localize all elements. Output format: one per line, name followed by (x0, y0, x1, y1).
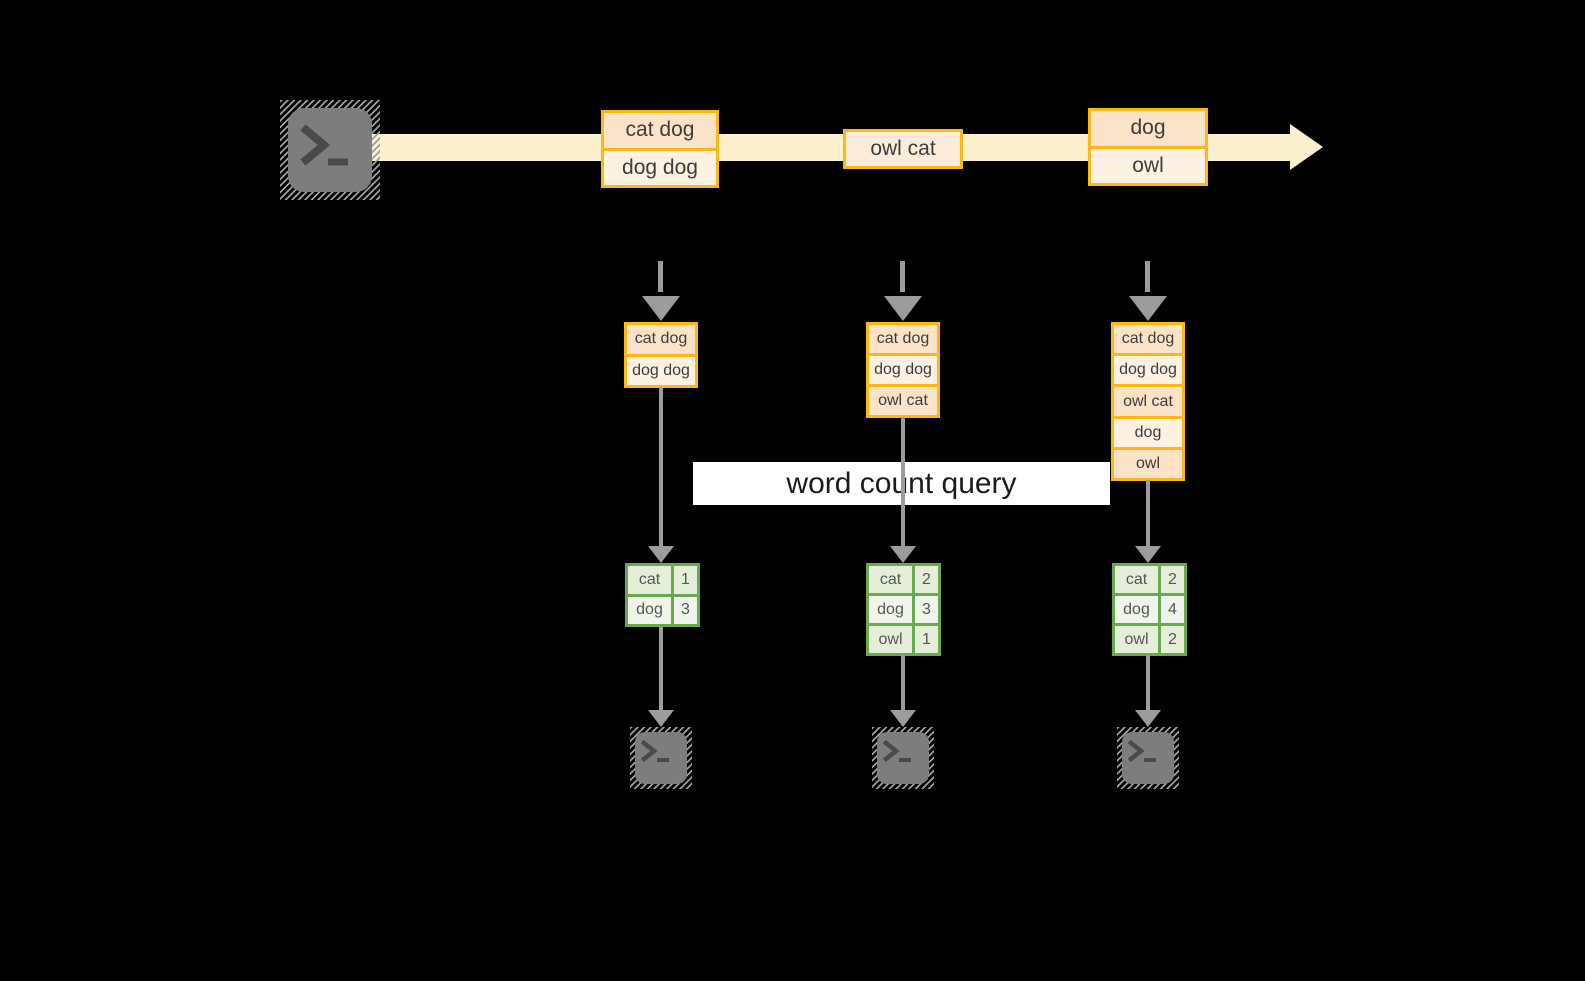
state-record: owl (1114, 446, 1182, 479)
terminal-body (1122, 732, 1174, 784)
state-record: cat dog (1114, 325, 1182, 354)
batch-arrow-head (642, 296, 680, 321)
state-record: owl cat (869, 384, 937, 415)
state-record: dog dog (869, 353, 937, 384)
stream-batch-1: cat dog dog dog (601, 110, 719, 188)
count-value-cell: 2 (1161, 626, 1184, 653)
count-table-2: cat 2 dog 3 owl 1 (866, 563, 941, 656)
count-word-cell: owl (1115, 626, 1158, 653)
query-arrow-head (1135, 546, 1161, 563)
count-value-cell: 2 (1161, 566, 1184, 593)
terminal-body (635, 732, 687, 784)
sink-terminal-icon (1117, 727, 1179, 789)
query-arrow (659, 387, 663, 547)
output-arrow (1146, 655, 1150, 711)
state-record: dog dog (627, 353, 695, 385)
stream-record: owl (1091, 145, 1205, 183)
sink-terminal-icon (630, 727, 692, 789)
count-word-cell: cat (1115, 566, 1158, 593)
count-table-3: cat 2 dog 4 owl 2 (1112, 563, 1187, 656)
batch-arrow-head (884, 296, 922, 321)
state-record: dog dog (1114, 353, 1182, 385)
output-arrow-head (1135, 710, 1161, 727)
terminal-prompt-icon (883, 740, 911, 763)
count-word-cell: owl (869, 626, 912, 653)
stream-batch-3: dog owl (1088, 108, 1208, 186)
query-arrow-head (648, 546, 674, 563)
count-value-cell: 4 (1161, 596, 1184, 623)
state-record: owl cat (1114, 384, 1182, 416)
count-table-1: cat 1 dog 3 (625, 563, 700, 627)
query-arrow (901, 417, 905, 547)
output-arrow (659, 627, 663, 711)
batch-arrow (658, 261, 663, 292)
terminal-body (288, 108, 372, 192)
stream-record: dog (1091, 111, 1205, 146)
stream-arrow-head (1290, 124, 1323, 170)
count-word-cell: cat (869, 566, 912, 593)
stream-record: owl cat (846, 132, 960, 166)
output-arrow-head (890, 710, 916, 727)
query-arrow-head (890, 546, 916, 563)
terminal-prompt-icon (641, 740, 669, 763)
count-value-cell: 3 (674, 596, 697, 624)
batch-arrow (900, 261, 905, 292)
stream-record: cat dog (604, 113, 716, 148)
terminal-body (877, 732, 929, 784)
state-box-2: cat dog dog dog owl cat (866, 322, 940, 418)
count-word-cell: cat (628, 566, 671, 594)
count-value-cell: 1 (674, 566, 697, 594)
output-arrow (901, 655, 905, 711)
sink-terminal-icon (872, 727, 934, 789)
count-value-cell: 2 (915, 566, 938, 593)
count-value-cell: 1 (915, 626, 938, 653)
source-terminal-icon (280, 100, 380, 200)
output-arrow-head (648, 710, 674, 727)
count-word-cell: dog (869, 596, 912, 623)
state-record: cat dog (869, 325, 937, 353)
count-word-cell: dog (1115, 596, 1158, 623)
stream-batch-2: owl cat (843, 129, 963, 169)
stream-record: dog dog (604, 147, 716, 185)
state-record: dog (1114, 415, 1182, 447)
terminal-prompt-icon (300, 124, 348, 166)
count-word-cell: dog (628, 596, 671, 624)
batch-arrow (1145, 261, 1150, 292)
batch-arrow-head (1129, 296, 1167, 321)
state-record: cat dog (627, 325, 695, 354)
query-arrow (1146, 480, 1150, 547)
count-value-cell: 3 (915, 596, 938, 623)
state-box-3: cat dog dog dog owl cat dog owl (1111, 322, 1185, 481)
state-box-1: cat dog dog dog (624, 322, 698, 388)
terminal-prompt-icon (1128, 740, 1156, 763)
